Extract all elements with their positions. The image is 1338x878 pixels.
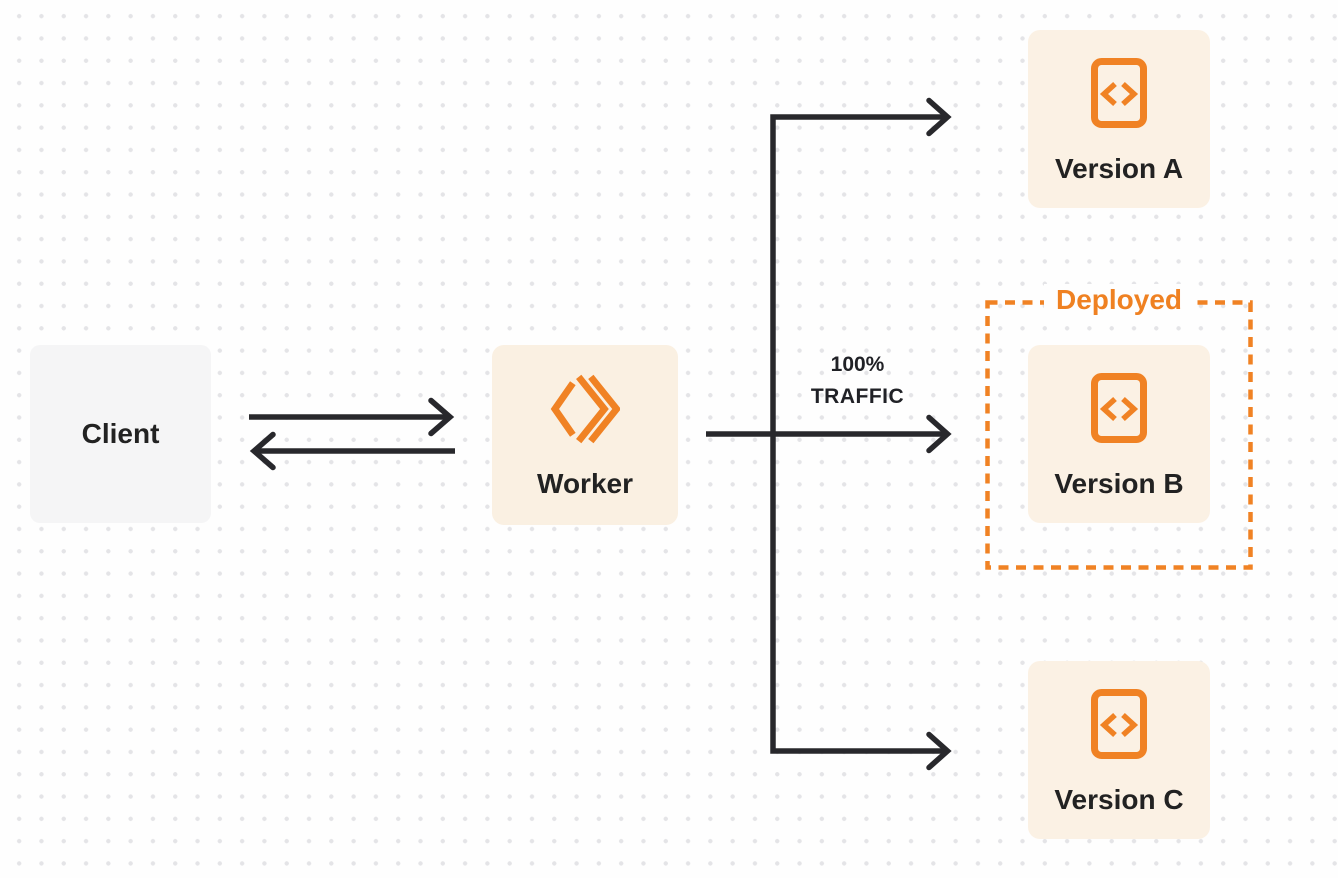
version-a-label: Version A [1054, 153, 1184, 184]
version-c-node: Version C [1028, 661, 1210, 839]
arrowhead-worker-to-client [249, 431, 276, 471]
version-c-label: Version C [1054, 784, 1184, 815]
code-file-icon [1091, 373, 1147, 443]
version-b-node: Version B [1028, 345, 1210, 523]
client-node: Client [30, 345, 211, 523]
version-b-label: Version B [1054, 468, 1184, 499]
worker-label: Worker [537, 468, 633, 499]
code-file-icon [1091, 58, 1147, 128]
arrowhead-version-b [926, 414, 952, 454]
arrowhead-version-a [926, 97, 952, 137]
deployed-label: Deployed [1043, 284, 1195, 316]
branch-trunk [770, 114, 944, 754]
client-label: Client [81, 418, 160, 449]
deployed-outline-group: Deployed [985, 284, 1253, 570]
workers-logo-icon [550, 374, 620, 444]
arrowhead-version-c [926, 731, 952, 771]
traffic-percent: 100% [830, 353, 885, 376]
code-file-icon [1091, 689, 1147, 759]
traffic-word: TRAFFIC [810, 385, 905, 408]
arrowhead-client-to-worker [428, 397, 455, 437]
traffic-annotation: 100% TRAFFIC [780, 349, 935, 413]
worker-node: Worker [492, 345, 678, 525]
version-a-node: Version A [1028, 30, 1210, 208]
